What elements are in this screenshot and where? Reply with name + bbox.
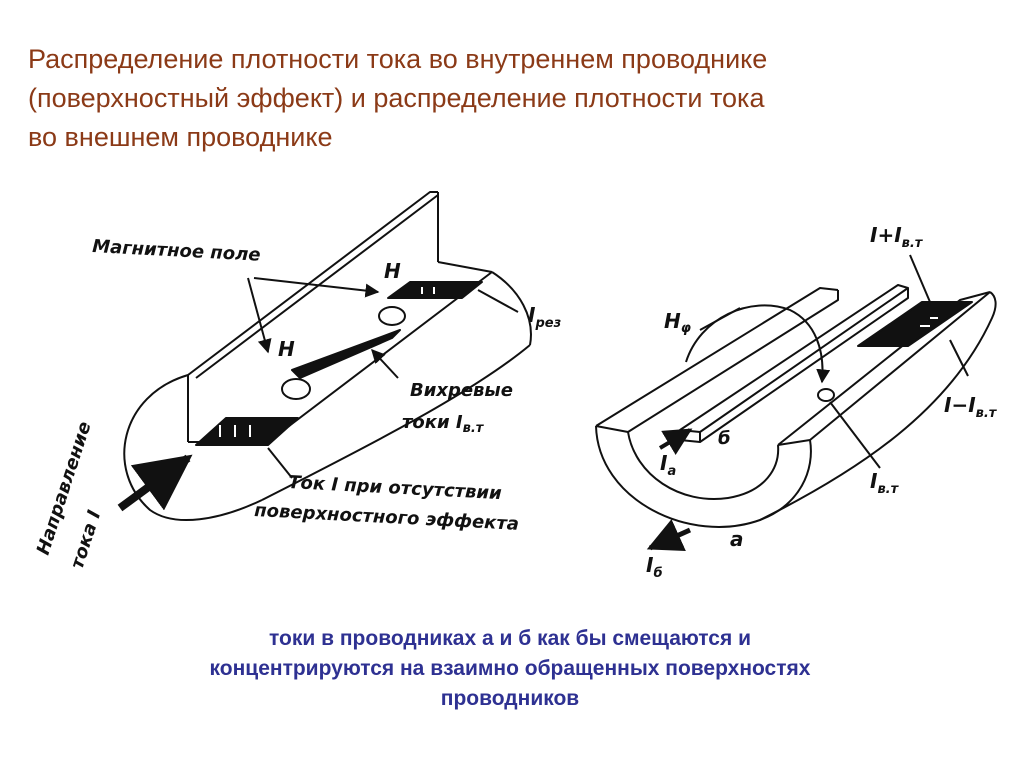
current-label-2: поверхностного эффекта xyxy=(254,500,520,535)
ring-left-top xyxy=(595,425,629,433)
direction-arrow xyxy=(117,454,193,512)
left-rail-top xyxy=(595,287,839,427)
outer-bottom-edge xyxy=(759,291,997,521)
i-b-label: Iб xyxy=(646,553,663,581)
ib-label: Iв.т xyxy=(870,469,900,497)
caption-line: токи в проводниках а и б как бы смещаютс… xyxy=(269,627,751,650)
i-minus-label: I−Iв.т xyxy=(944,393,998,421)
inner-conductor-figure xyxy=(117,191,532,521)
band-marks xyxy=(219,425,251,437)
field-pointer xyxy=(247,277,272,354)
field-pointer xyxy=(253,277,380,298)
right-rail-inner xyxy=(777,291,991,446)
floor-far-edge xyxy=(437,261,493,273)
h-phi-tail xyxy=(699,307,741,331)
wall-top-edge xyxy=(187,191,438,376)
inner-ring-front xyxy=(627,431,780,500)
rear-curve xyxy=(491,271,532,346)
current-band-middle xyxy=(291,329,401,379)
eddy-label-2: токи Iв.т xyxy=(402,412,485,436)
current-pointer xyxy=(267,447,293,479)
eddy-label: Вихревые xyxy=(410,380,513,401)
outer-conductor-figure xyxy=(595,254,997,552)
inner-conductor-labels: Магнитное поле H H Iрез Вихревые токи Iв… xyxy=(33,236,561,572)
title-line: (поверхностный эффект) и распределение п… xyxy=(28,83,765,113)
h-loop-upper xyxy=(378,306,406,326)
h-phi-label: Hφ xyxy=(664,309,691,336)
ires-pointer xyxy=(477,289,519,313)
caption-line: проводников xyxy=(440,687,580,710)
cylinder-bottom-edge xyxy=(261,344,531,501)
h-phi-arc xyxy=(685,304,831,384)
wall-inner-edge xyxy=(195,194,439,379)
i-minus-pointer xyxy=(949,339,969,377)
i-plus-label: I+Iв.т xyxy=(870,223,924,251)
band-marks xyxy=(920,317,938,327)
caption-line: концентрируются на взаимно обращенных по… xyxy=(209,657,811,680)
magnetic-field-label: Магнитное поле xyxy=(92,236,261,266)
caption: токи в проводниках а и б как бы смещаютс… xyxy=(60,624,960,714)
h-lower-label: H xyxy=(278,337,295,361)
title-line: во внешнем проводнике xyxy=(28,122,333,152)
outer-current-band xyxy=(857,301,973,347)
current-label: Ток I при отсутствии xyxy=(288,472,503,504)
i-res-label: Iрез xyxy=(528,303,561,331)
ib-arrow xyxy=(646,519,692,552)
band-marks xyxy=(421,287,435,294)
inner-strip-base xyxy=(699,288,909,443)
ia-arrow xyxy=(658,428,693,455)
inner-strip xyxy=(679,284,909,433)
i-plus-pointer xyxy=(909,254,931,303)
ib-pointer xyxy=(829,401,881,469)
left-rail-inner xyxy=(627,290,839,433)
title-line: Распределение плотности тока во внутренн… xyxy=(28,44,768,74)
eddy-pointer xyxy=(371,348,399,379)
outer-ring-front xyxy=(595,425,812,528)
h-loop-lower xyxy=(281,378,311,400)
h-upper-label: H xyxy=(384,259,401,283)
eddy-loop xyxy=(817,388,835,402)
ia-label: Iа xyxy=(660,451,676,479)
current-band-front xyxy=(195,417,299,446)
conductor-a-label: а xyxy=(730,527,744,551)
conductor-b-label: б xyxy=(718,428,731,449)
direction-label-2: тока I xyxy=(67,508,106,572)
ring-right-top xyxy=(777,439,811,446)
outer-conductor-labels: I+Iв.т I−Iв.т Hφ Iв.т Iа Iб а б xyxy=(646,223,998,581)
front-end-face xyxy=(123,374,263,521)
slide-title: Распределение плотности тока во внутренн… xyxy=(28,40,998,157)
